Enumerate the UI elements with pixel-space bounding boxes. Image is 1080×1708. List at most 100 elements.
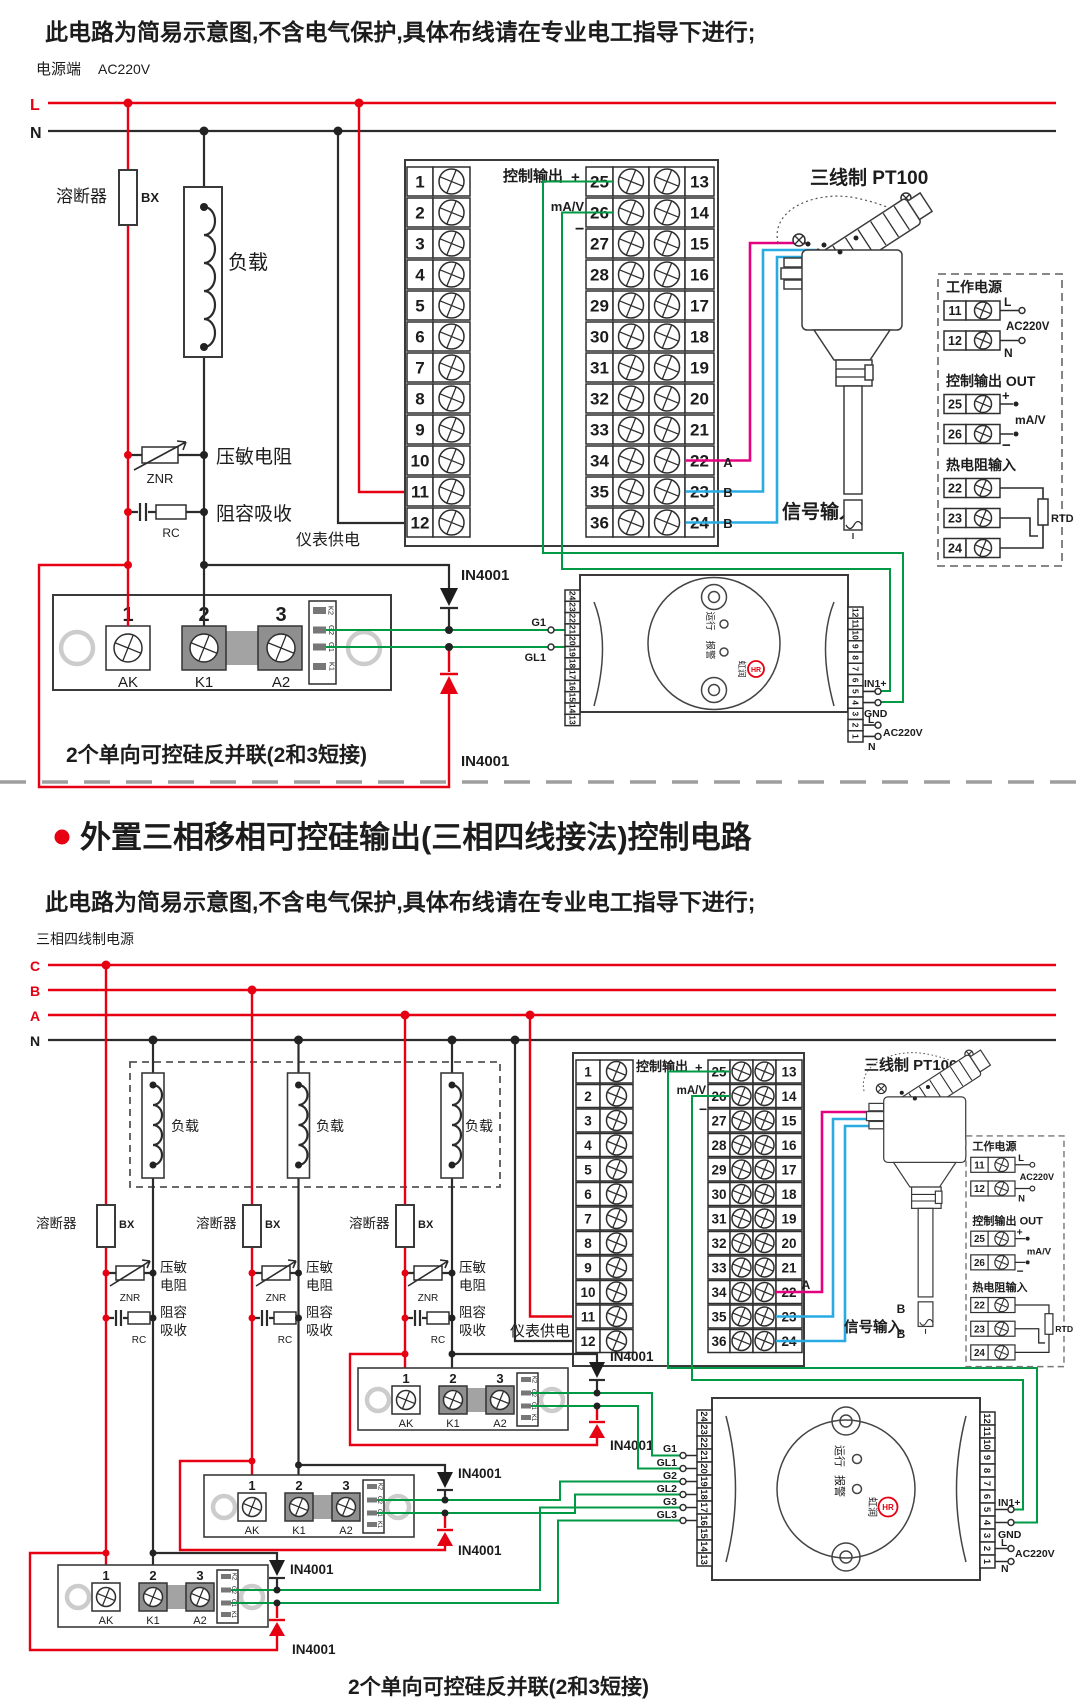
terminal-number: 14 <box>690 204 709 223</box>
fuse-label: 溶断器 <box>36 1216 77 1231</box>
signal-wire-b1 <box>686 248 816 493</box>
terminal-number: 32 <box>590 390 609 409</box>
terminal-number: 10 <box>411 452 430 471</box>
load-coil <box>298 1083 309 1167</box>
terminal-number: 16 <box>690 266 709 285</box>
module-label-a2: A2 <box>272 674 290 691</box>
terminal-number: 20 <box>690 390 709 409</box>
terminal-number: 5 <box>584 1162 592 1177</box>
rc-label: 吸收 <box>306 1323 333 1338</box>
terminal-number: 16 <box>698 1515 709 1526</box>
terminal-number: 5 <box>850 689 860 694</box>
alarm-label: 报警 <box>704 640 716 660</box>
load-coil <box>451 1083 463 1167</box>
rc-code: RC <box>162 526 180 540</box>
scr-caption: 2个单向可控硅反并联(2和3短接) <box>66 743 367 767</box>
fuse-label: 溶断器 <box>56 187 107 206</box>
terminal-number: 32 <box>711 1236 726 1251</box>
terminal-number: 21 <box>567 625 577 635</box>
terminal-number: 10 <box>850 630 860 640</box>
fuse-code: BX <box>265 1219 281 1231</box>
gate-wire-g3 <box>231 1506 680 1591</box>
sig-b2-label: B <box>897 1327 906 1341</box>
terminal-number: 11 <box>411 483 429 502</box>
terminal-number: 20 <box>698 1463 709 1474</box>
terminal-number: 3 <box>981 1533 992 1538</box>
fuse-code: BX <box>418 1219 434 1231</box>
terminal-number: 13 <box>690 173 709 192</box>
l-label: L <box>30 97 40 114</box>
ctrl-wire-25 <box>667 1070 1038 1524</box>
meter-supply-label: 仪表供电 <box>510 1323 570 1340</box>
wiring-info-box: 工作电源 11 12 L AC220V N 控制输出 OUT 25 26 + m… <box>937 273 1074 567</box>
terminal-number: 18 <box>690 328 709 347</box>
terminal-number: 18 <box>698 1489 709 1500</box>
pt100-title: 三线制 PT100 <box>864 1056 957 1074</box>
terminal-number: 17 <box>781 1162 796 1177</box>
scr-module: 1 2 3 AK K1 A2 K2 G2 G1 K1 <box>52 594 392 691</box>
terminal-number: 15 <box>781 1113 797 1128</box>
terminal-number: 13 <box>698 1554 709 1565</box>
hr-logo-text: HR <box>751 667 761 674</box>
znr-code: ZNR <box>266 1293 287 1304</box>
terminal-number: 3 <box>415 235 424 254</box>
terminal-number: 3 <box>850 712 860 717</box>
alarm-label: 报警 <box>833 1475 847 1497</box>
terminal-number: 9 <box>584 1260 592 1275</box>
znr-label: 电阻 <box>306 1278 333 1293</box>
fuse-symbol <box>242 1204 262 1248</box>
diode-icon <box>437 1532 453 1546</box>
load-label: 负载 <box>316 1118 344 1134</box>
diode-icon <box>269 1622 285 1636</box>
terminal-number: 9 <box>850 644 860 649</box>
dev-n-label: N <box>868 741 876 753</box>
rc-symbol <box>127 1311 151 1325</box>
sig-b2-label: B <box>723 516 732 531</box>
znr-code: ZNR <box>418 1293 439 1304</box>
ctrl-wire-26 <box>691 1095 1024 1511</box>
terminal-number: 15 <box>698 1528 709 1539</box>
gl1-label: GL1 <box>525 652 546 664</box>
bottom-source-label: 三相四线制电源 <box>36 931 134 947</box>
rc-label: 阻容吸收 <box>216 503 292 525</box>
terminal-number: 27 <box>590 235 609 254</box>
diode-label: IN4001 <box>461 567 509 584</box>
rbox-23: 23 <box>948 512 962 526</box>
c-label: C <box>30 958 40 974</box>
terminal-number: 17 <box>567 670 577 680</box>
rc-label: 阻容 <box>160 1304 187 1320</box>
terminal-number: 1 <box>584 1064 592 1079</box>
gl1-label: GL1 <box>657 1457 678 1469</box>
terminal-number: 4 <box>850 700 860 705</box>
terminal-number: 35 <box>711 1309 727 1324</box>
rbox-22: 22 <box>948 482 962 496</box>
terminal-number: 17 <box>698 1502 709 1513</box>
ctrl-out-minus: − <box>699 1101 707 1117</box>
terminal-number: 17 <box>690 297 709 316</box>
rc-label: 吸收 <box>160 1323 187 1338</box>
load-coil <box>152 1083 164 1167</box>
ctrl-out-plus: + <box>571 169 580 186</box>
bottom-heading: 外置三相移相可控硅输出(三相四线接法)控制电路 <box>80 820 753 855</box>
terminal-number: 33 <box>590 421 609 440</box>
terminal-number: 20 <box>567 636 577 646</box>
n2-label: N <box>30 1033 40 1049</box>
ctrl-out-title: 控制输出 OUT <box>946 373 1036 389</box>
fuse-label: 溶断器 <box>196 1216 237 1231</box>
meter-supply-neutral-wire <box>336 131 433 525</box>
dev-l-label: L <box>1001 1538 1007 1549</box>
terminal-number: 11 <box>581 1309 596 1324</box>
rc-symbol <box>426 1311 450 1325</box>
terminal-number: 4 <box>584 1138 592 1153</box>
terminal-number: 23 <box>567 602 577 612</box>
ctrl-out-minus: − <box>575 221 584 238</box>
terminal-number: 14 <box>781 1089 797 1104</box>
terminal-number: 12 <box>850 608 860 618</box>
znr-label: 压敏 <box>306 1260 333 1275</box>
terminal-number: 28 <box>590 266 609 285</box>
diode-icon <box>437 1472 453 1488</box>
terminal-number: 16 <box>567 681 577 691</box>
